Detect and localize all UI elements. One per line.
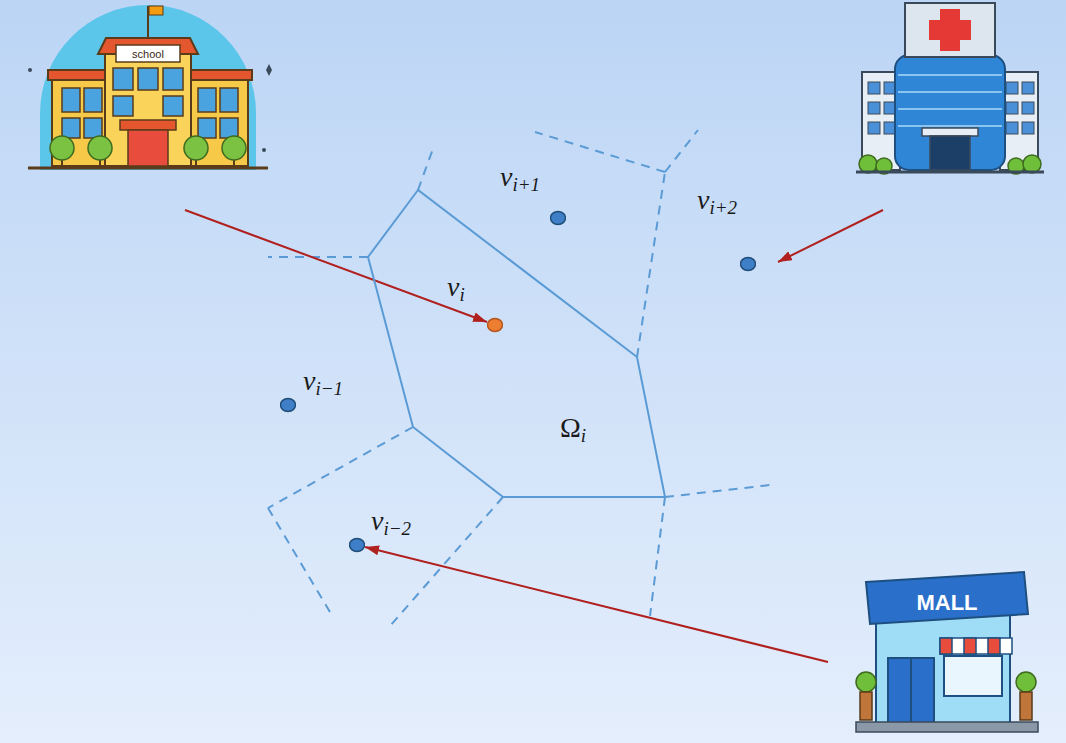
school-building: school xyxy=(20,0,270,210)
mall-building: MALL xyxy=(828,560,1048,740)
building-sign: school xyxy=(132,49,164,60)
school-icon xyxy=(28,5,272,170)
site-point: vi−2 xyxy=(349,537,365,553)
cell-outline xyxy=(368,190,668,500)
site-dot-shape xyxy=(281,399,296,412)
site-point: vi+1 xyxy=(550,210,566,226)
site-label: vi xyxy=(447,273,465,304)
site-dot-shape xyxy=(488,319,503,332)
cell-polygon xyxy=(368,190,665,497)
voronoi-cell: Ωi vi xyxy=(368,190,668,500)
site-label: vi−1 xyxy=(303,367,343,398)
pointer-arrow xyxy=(185,210,487,322)
site-point: vi xyxy=(487,317,503,333)
site-dot xyxy=(349,537,365,553)
mall-icon xyxy=(856,572,1038,732)
site-dot-shape xyxy=(350,539,365,552)
site-dot xyxy=(487,317,503,333)
site-label: vi−2 xyxy=(371,507,411,538)
hospital-icon xyxy=(856,3,1044,174)
site-label: vi+2 xyxy=(697,186,737,217)
site-point: vi+2 xyxy=(740,256,756,272)
site-dot xyxy=(740,256,756,272)
building-sign: MALL xyxy=(916,592,977,614)
site-dot xyxy=(550,210,566,226)
site-dot-shape xyxy=(741,258,756,271)
cell-label: Ωi xyxy=(560,414,586,445)
voronoi-dashed-edges xyxy=(268,130,770,626)
pointer-arrow xyxy=(365,547,828,662)
site-label: vi+1 xyxy=(500,163,540,194)
site-point: vi−1 xyxy=(280,397,296,413)
site-dot xyxy=(280,397,296,413)
hospital-arrow xyxy=(778,210,883,262)
site-dot-shape xyxy=(551,212,566,225)
